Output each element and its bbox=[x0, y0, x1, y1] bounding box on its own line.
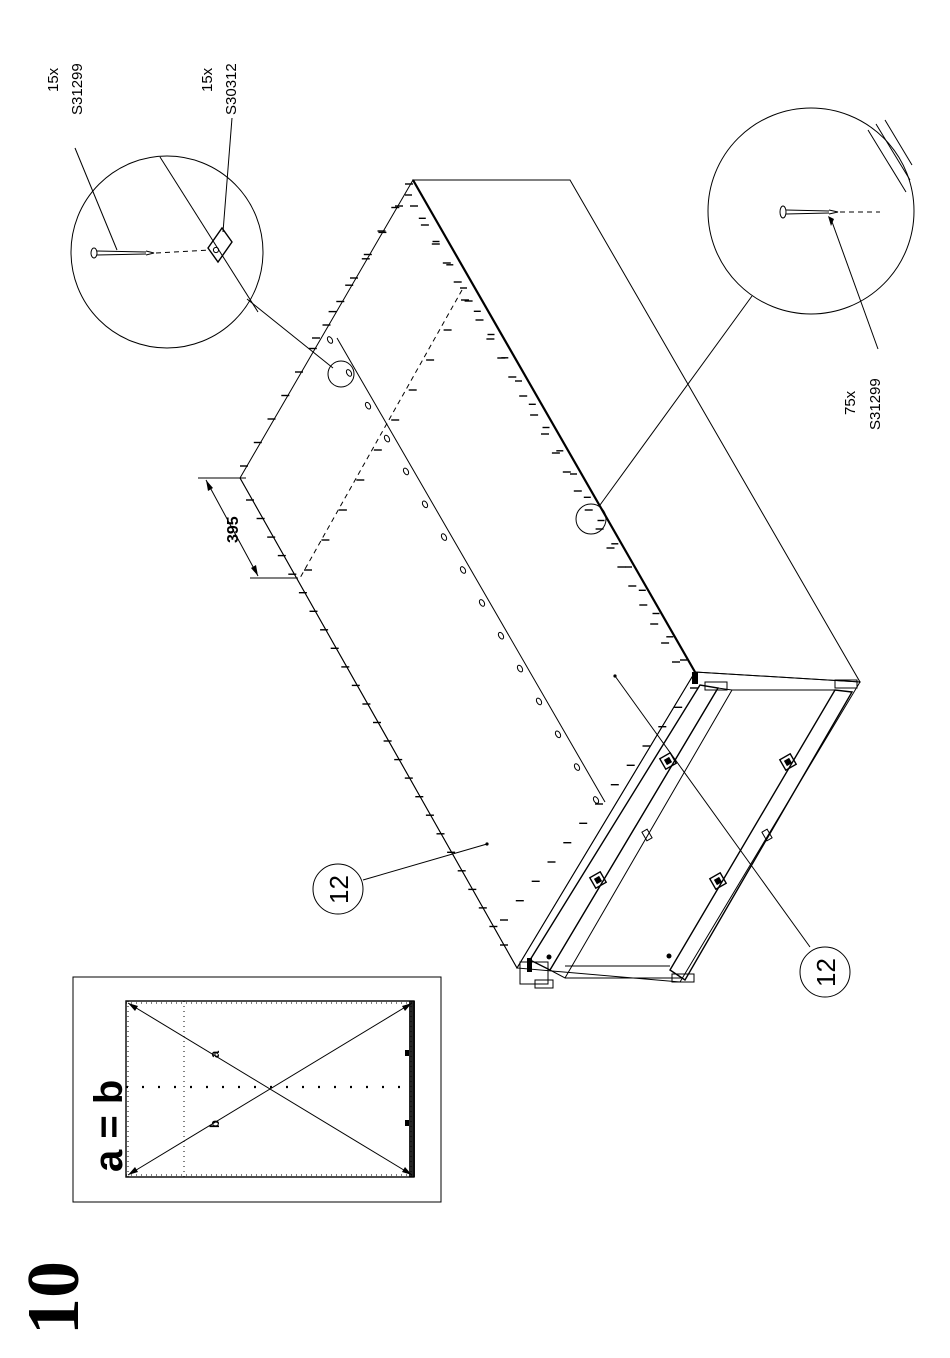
part-callout-1: 12 bbox=[313, 842, 489, 914]
runner-bracket-icon bbox=[780, 754, 796, 770]
frame-rail-inner bbox=[550, 688, 732, 978]
part-number-label: 12 bbox=[324, 875, 354, 904]
nail-direction-line bbox=[156, 250, 210, 253]
nail-marks bbox=[240, 184, 698, 945]
square-check-formula: a = b bbox=[87, 1080, 131, 1172]
connector-plate-mark bbox=[345, 369, 352, 377]
side-panel-face bbox=[413, 180, 860, 682]
detail-connector-line bbox=[247, 299, 333, 368]
plate-hole bbox=[213, 247, 218, 252]
connector-plate-mark bbox=[516, 664, 523, 672]
front-edge-mark bbox=[409, 1001, 415, 1177]
frame-rail-right bbox=[670, 690, 852, 980]
connector-plate-mark bbox=[364, 401, 371, 409]
detail-right-marker bbox=[576, 504, 606, 534]
connector-plate-mark bbox=[497, 631, 504, 639]
arrow-icon bbox=[206, 480, 213, 491]
nail-shank-icon bbox=[97, 251, 146, 252]
center-nail-row-line bbox=[337, 338, 605, 802]
leader-line bbox=[363, 844, 487, 880]
detail-left: 15x S31299 15x S30312 bbox=[45, 63, 333, 368]
connector-plate-mark bbox=[554, 730, 561, 738]
connector-plate-mark bbox=[326, 336, 333, 344]
connector-plate-mark bbox=[478, 599, 485, 607]
frame-rail-left bbox=[530, 685, 718, 970]
front-frame-outline bbox=[517, 672, 860, 982]
arrow-icon bbox=[251, 565, 258, 576]
diagonal-a-label: a bbox=[207, 1050, 222, 1058]
connector-plate-mark bbox=[440, 533, 447, 541]
nail-shank-icon bbox=[786, 210, 829, 211]
arrow-icon bbox=[128, 1003, 138, 1011]
drawer-runner-mark bbox=[405, 1050, 409, 1056]
runner-bracket-icon bbox=[710, 873, 726, 889]
nail-quantity-label: 75x bbox=[842, 390, 859, 415]
detail-connector-line bbox=[600, 296, 752, 505]
leader-line bbox=[831, 219, 878, 349]
connector-plate-icon bbox=[208, 228, 232, 262]
frame-corner-block bbox=[520, 962, 548, 984]
drawer-runner-mark bbox=[405, 1120, 409, 1126]
nail-code-label: S31299 bbox=[69, 63, 86, 115]
connector-plate-mark bbox=[459, 566, 466, 574]
connector-plate-mark bbox=[421, 500, 428, 508]
step-number: 10 bbox=[13, 1261, 95, 1335]
cabinet-carcass bbox=[240, 180, 860, 988]
connector-plate-mark bbox=[592, 796, 599, 804]
screw-hole bbox=[547, 955, 552, 960]
square-check-panel: a = b a b bbox=[73, 977, 441, 1202]
panel-edge-hatch bbox=[868, 120, 912, 192]
connector-plate-mark bbox=[383, 434, 390, 442]
part-callout-2: 12 bbox=[613, 674, 850, 997]
nail-head-icon bbox=[780, 206, 786, 218]
plate-code-label: S30312 bbox=[223, 63, 240, 115]
nail-quantity-label: 15x bbox=[45, 67, 62, 92]
nail-code-label: S31299 bbox=[867, 378, 884, 430]
screw-hole bbox=[667, 954, 672, 959]
leader-line bbox=[75, 148, 117, 250]
connector-plate-mark bbox=[402, 467, 409, 475]
detail-right: 75x S31299 bbox=[600, 108, 914, 505]
connector-plate-mark bbox=[535, 697, 542, 705]
dimension-value: 395 bbox=[225, 516, 242, 543]
part-number-label: 12 bbox=[811, 958, 841, 987]
back-side-edge bbox=[413, 180, 695, 672]
connector-plate-mark bbox=[573, 763, 580, 771]
diagonal-b-label: b bbox=[207, 1120, 222, 1128]
plate-quantity-label: 15x bbox=[199, 67, 216, 92]
panel-edge-line bbox=[160, 157, 258, 312]
nail-head-icon bbox=[91, 248, 97, 258]
